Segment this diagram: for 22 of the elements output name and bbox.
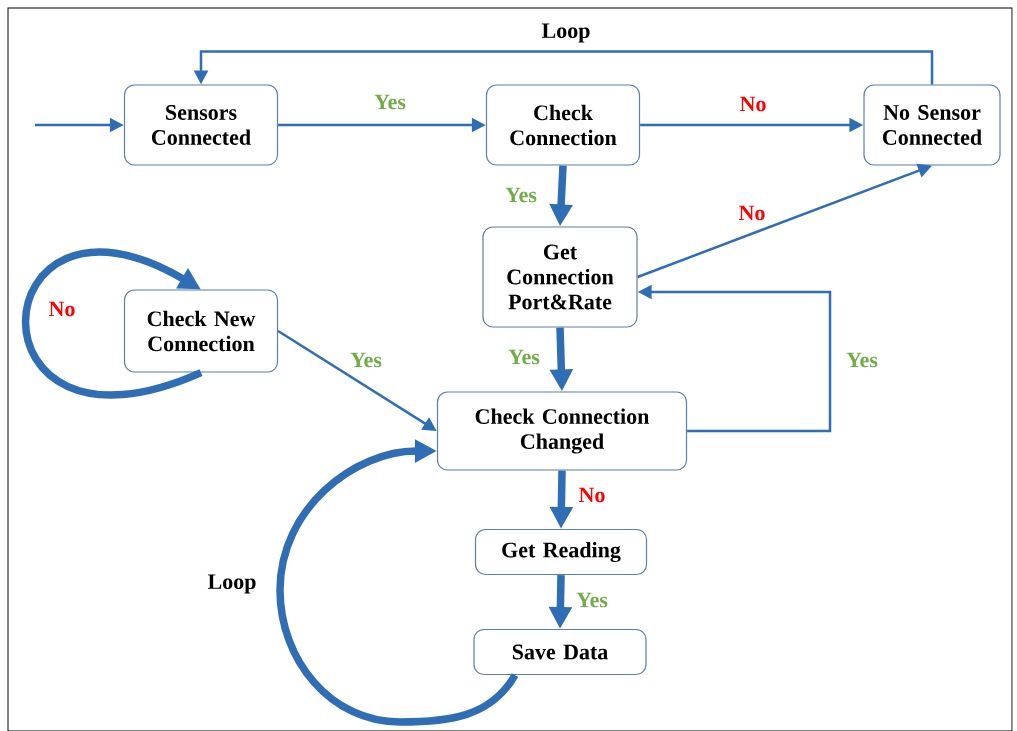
process-box: Check Connection Changed — [436, 391, 688, 471]
edge-label: No — [738, 95, 768, 113]
edge-label: Yes — [373, 93, 407, 111]
edge-label: No — [737, 204, 767, 222]
edge-label: Yes — [349, 351, 383, 369]
process-box: Sensors Connected — [123, 84, 279, 166]
edge-label: Loop — [540, 22, 592, 44]
edge-label: Loop — [206, 573, 258, 595]
process-box: Save Data — [473, 628, 647, 676]
process-box: Get Reading — [474, 528, 648, 576]
process-box: No Sensor Connected — [863, 84, 1001, 166]
process-box: Check Connection — [485, 84, 641, 166]
edge-label: No — [47, 300, 77, 318]
arrow — [276, 439, 519, 726]
edge-label: Yes — [575, 591, 609, 609]
process-box: Get Connection Port&Rate — [482, 226, 638, 328]
arrow — [22, 248, 203, 399]
edge-label: Yes — [845, 351, 879, 369]
edge-label: No — [577, 486, 607, 504]
edge-label: Yes — [504, 186, 538, 204]
edge-label: Yes — [507, 348, 541, 366]
process-box: Check New Connection — [123, 289, 279, 373]
